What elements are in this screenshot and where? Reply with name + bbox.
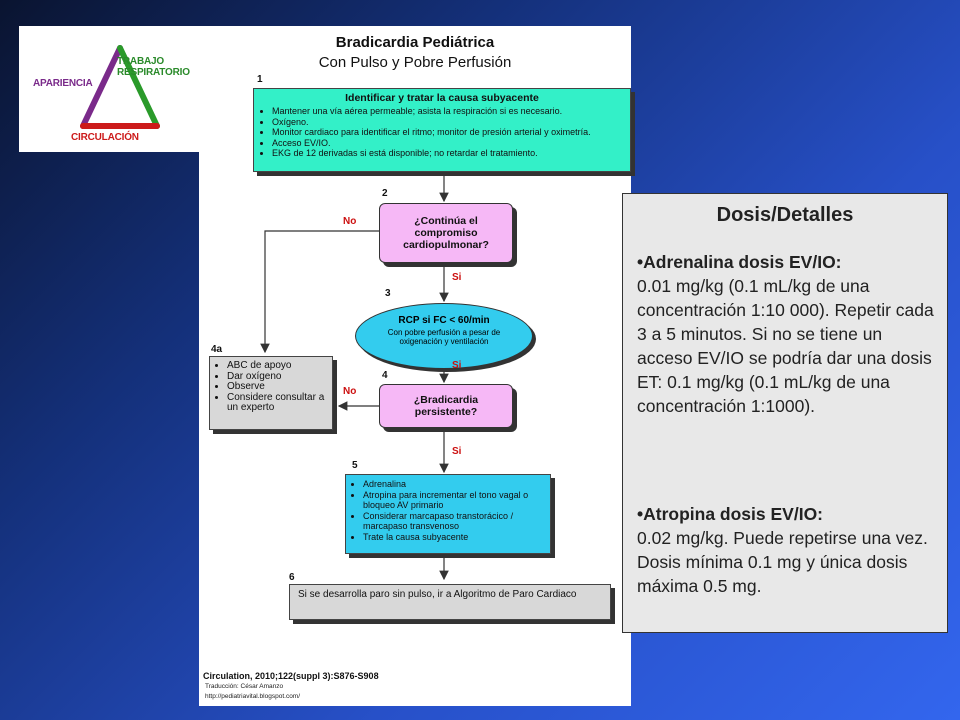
list-item: Oxígeno. bbox=[272, 117, 624, 128]
step-6-number: 6 bbox=[289, 572, 295, 583]
step-2-number: 2 bbox=[382, 188, 388, 199]
dosis-detalles-panel: Dosis/Detalles •Adrenalina dosis EV/IO: … bbox=[622, 193, 948, 633]
list-item: Adrenalina bbox=[363, 479, 545, 490]
step-6-box: Si se desarrolla paro sin pulso, ir a Al… bbox=[289, 584, 611, 620]
adrenalina-section: •Adrenalina dosis EV/IO: 0.01 mg/kg (0.1… bbox=[637, 250, 941, 418]
step-3-subtitle: Con pobre perfusión a pesar de oxigenaci… bbox=[387, 328, 501, 346]
list-item: Considere consultar a un experto bbox=[227, 392, 327, 414]
step-4a-box: ABC de apoyo Dar oxígeno Observe Conside… bbox=[209, 356, 333, 430]
step-1-number: 1 bbox=[257, 74, 263, 85]
patient-assessment-triangle: APARIENCIA TRABAJO RESPIRATORIO CIRCULAC… bbox=[19, 26, 231, 152]
step-4-number: 4 bbox=[382, 370, 388, 381]
step-1-title: Identificar y tratar la causa subyacente bbox=[345, 92, 539, 104]
algorithm-title: Bradicardia Pediátrica bbox=[335, 34, 495, 51]
step-2-decision: ¿Continúa el compromiso cardiopulmonar? bbox=[379, 203, 513, 263]
step-5-number: 5 bbox=[352, 460, 358, 471]
si-label-1: Si bbox=[452, 272, 462, 283]
apariencia-label: APARIENCIA bbox=[33, 78, 93, 89]
algorithm-subtitle: Con Pulso y Pobre Perfusión bbox=[318, 54, 512, 71]
list-item: Observe bbox=[227, 382, 327, 393]
list-item: Dar oxígeno bbox=[227, 371, 327, 383]
list-item: Mantener una vía aérea permeable; asista… bbox=[272, 106, 624, 117]
si-label-3: Si bbox=[452, 446, 462, 457]
step-5-box: Adrenalina Atropina para incrementar el … bbox=[345, 474, 551, 554]
no-label-1: No bbox=[343, 216, 357, 227]
step-4a-number: 4a bbox=[211, 344, 223, 355]
list-item: Trate la causa subyacente bbox=[363, 532, 545, 543]
list-item: Considerar marcapaso transtorácico / mar… bbox=[363, 511, 545, 532]
step-1-box: Identificar y tratar la causa subyacente… bbox=[253, 88, 631, 172]
si-label-2: Si bbox=[452, 360, 462, 371]
adrenalina-body: 0.01 mg/kg (0.1 mL/kg de una concentraci… bbox=[637, 276, 934, 416]
atropina-body: 0.02 mg/kg. Puede repetirse una vez. Dos… bbox=[637, 528, 928, 596]
no-label-2: No bbox=[343, 386, 357, 397]
step-5-list: Adrenalina Atropina para incrementar el … bbox=[351, 479, 545, 543]
blog-link: http://pediatriavital.blogspot.com/ bbox=[205, 693, 301, 700]
bradycardia-algorithm: Bradicardia Pediátrica Con Pulso y Pobre… bbox=[199, 26, 631, 706]
list-item: Acceso EV/IO. bbox=[272, 138, 624, 149]
step-3-number: 3 bbox=[385, 288, 391, 299]
citation: Circulation, 2010;122(suppl 3):S876-S908 bbox=[203, 671, 379, 681]
adrenalina-heading: •Adrenalina dosis EV/IO: bbox=[637, 252, 842, 272]
dosis-title: Dosis/Detalles bbox=[716, 204, 854, 226]
flow-connectors bbox=[260, 172, 449, 581]
translation-credit: Traducción: César Amanzo bbox=[205, 683, 284, 690]
trabajo-respiratorio-label: TRABAJO RESPIRATORIO bbox=[117, 56, 190, 78]
step-4-decision: ¿Bradicardia persistente? bbox=[379, 384, 513, 428]
step-1-list: Mantener una vía aérea permeable; asista… bbox=[260, 106, 624, 159]
list-item: EKG de 12 derivadas si está disponible; … bbox=[272, 148, 624, 159]
circulacion-label: CIRCULACIÓN bbox=[71, 132, 139, 143]
step-3-ellipse: RCP si FC < 60/min Con pobre perfusión a… bbox=[355, 303, 533, 369]
list-item: ABC de apoyo bbox=[227, 360, 327, 372]
step-3-title: RCP si FC < 60/min bbox=[398, 315, 490, 326]
atropina-heading: •Atropina dosis EV/IO: bbox=[637, 504, 824, 524]
atropina-section: •Atropina dosis EV/IO: 0.02 mg/kg. Puede… bbox=[637, 502, 941, 598]
list-item: Atropina para incrementar el tono vagal … bbox=[363, 490, 545, 511]
triangle-icon bbox=[80, 45, 160, 129]
list-item: Monitor cardiaco para identificar el rit… bbox=[272, 127, 624, 138]
step-4a-list: ABC de apoyo Dar oxígeno Observe Conside… bbox=[215, 360, 327, 414]
